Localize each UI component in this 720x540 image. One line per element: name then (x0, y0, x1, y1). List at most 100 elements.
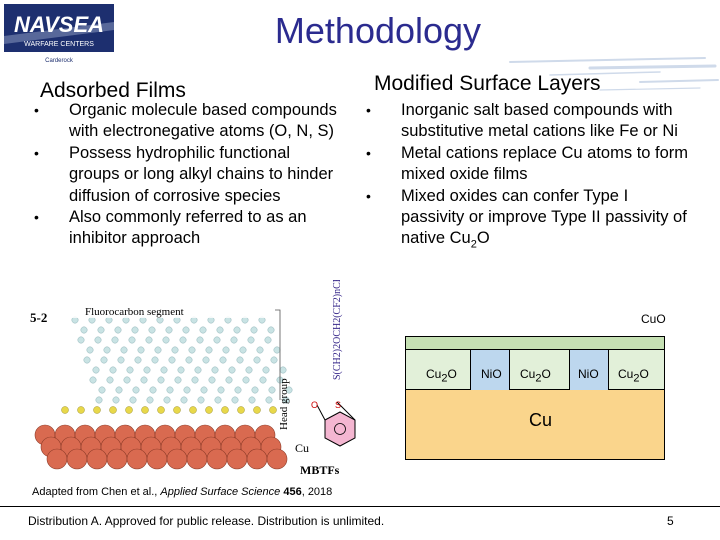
cu2o-label: Cu2O (520, 367, 551, 385)
head-group-atom (141, 406, 149, 414)
chain-atom (251, 386, 259, 394)
chain-atom (230, 336, 238, 344)
panel-label: 5-2 (30, 310, 47, 325)
chain-atom (182, 326, 190, 334)
chain-atom (264, 336, 272, 344)
chain-atom (262, 366, 270, 374)
decorative-streaks (509, 57, 719, 91)
chain-atom (217, 386, 225, 394)
chain-atom (112, 396, 120, 404)
head-group-atom (93, 406, 101, 414)
cu-atom (166, 448, 188, 470)
chain-atom (219, 356, 227, 364)
chain-atom (151, 356, 159, 364)
head-group-atom (253, 406, 261, 414)
head-group-atom (77, 406, 85, 414)
nio-label: NiO (481, 367, 502, 381)
molecule-label: MBTFs (300, 463, 340, 477)
chain-atom (199, 326, 207, 334)
right-heading: Modified Surface Layers (374, 72, 601, 95)
segment-bracket (275, 309, 281, 400)
chain-atom (234, 386, 242, 394)
chain-atom (143, 366, 151, 374)
chain-atom (256, 346, 264, 354)
chain-atom (174, 376, 182, 384)
chain-atom (185, 356, 193, 364)
chain-atom (285, 386, 293, 394)
cu-atom (106, 448, 128, 470)
cu-atom (146, 448, 168, 470)
chain-atom (137, 346, 145, 354)
list-item: •Possess hydrophilic functional groups o… (32, 143, 342, 207)
chain-atom (194, 366, 202, 374)
segment-label: Fluorocarbon segment (85, 306, 184, 318)
chain-atom (267, 326, 275, 334)
chain-atom (259, 376, 267, 384)
chain-atom (80, 326, 88, 334)
chain-atom (123, 376, 131, 384)
left-bullet-list: •Organic molecule based compounds with e… (32, 100, 342, 250)
chain-atom (148, 326, 156, 334)
chain-atom (228, 366, 236, 374)
cu-atom (186, 448, 208, 470)
chain-atom (140, 376, 148, 384)
chain-atom (97, 326, 105, 334)
cuo-label: CuO (641, 312, 666, 326)
chain-atom (77, 336, 85, 344)
cu-atom (126, 448, 148, 470)
chain-atom (117, 356, 125, 364)
nio-label: NiO (578, 367, 599, 381)
cuo-layer (405, 336, 665, 350)
cu-atom (46, 448, 68, 470)
chain-atom (92, 366, 100, 374)
formula-label: S(CH2)2OCH2(CF2)nCF2H (332, 280, 343, 380)
benzene-ring-icon (324, 411, 356, 447)
chain-atom (180, 396, 188, 404)
chain-atom (103, 346, 111, 354)
chain-atom (282, 396, 290, 404)
mixed-oxide-layer (405, 350, 665, 390)
chain-atom (197, 396, 205, 404)
cu2o-label: Cu2O (618, 367, 649, 385)
bullet-text: Inorganic salt based compounds with subs… (401, 101, 678, 141)
chain-atom (179, 336, 187, 344)
logo-name: NAVSEA (14, 12, 104, 37)
chain-atom (109, 366, 117, 374)
chain-atom (120, 346, 128, 354)
logo-site: Carderock (45, 58, 74, 64)
chain-atom (160, 366, 168, 374)
bullet-icon: • (34, 102, 39, 118)
chain-atom (270, 356, 278, 364)
chain-atom (100, 356, 108, 364)
chain-atom (111, 336, 119, 344)
cu2o-label: Cu2O (426, 367, 457, 385)
chain-atom (146, 396, 154, 404)
chain-atom (162, 336, 170, 344)
chain-atom (157, 376, 165, 384)
cu-substrate (405, 390, 665, 460)
head-group-atom (61, 406, 69, 414)
distribution-statement: Distribution A. Approved for public rele… (28, 514, 385, 528)
chain-atom (132, 386, 140, 394)
chain-atom (200, 386, 208, 394)
chain-atom (265, 396, 273, 404)
chain-atom (273, 346, 281, 354)
segment-label-bg (70, 304, 290, 318)
chain-atom (233, 326, 241, 334)
chain-atom (222, 346, 230, 354)
chain-atom (163, 396, 171, 404)
chain-atom (247, 336, 255, 344)
head-bonds (316, 401, 356, 421)
cu-atom (226, 448, 248, 470)
chain-atom (94, 336, 102, 344)
chain-atom (115, 386, 123, 394)
chain-atom (165, 326, 173, 334)
head-group-label: Head group (278, 378, 290, 430)
chain-atom (131, 326, 139, 334)
bullet-icon: • (366, 102, 371, 118)
chain-atom (168, 356, 176, 364)
chain-atom (236, 356, 244, 364)
chain-atom (253, 356, 261, 364)
cu-atom (246, 448, 268, 470)
bullet-text: Metal cations replace Cu atoms to form m… (401, 143, 689, 184)
